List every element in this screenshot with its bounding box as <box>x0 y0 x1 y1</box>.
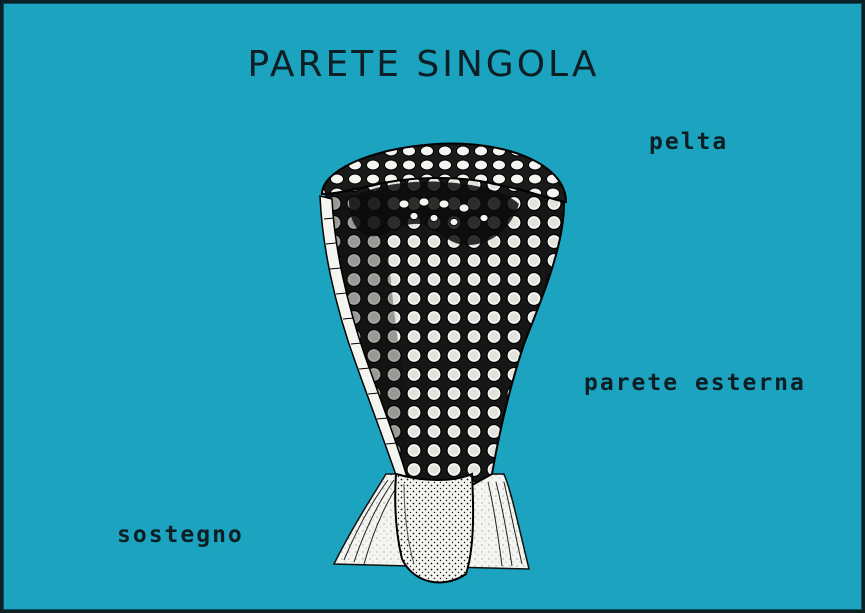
skeleton-illustration <box>4 4 862 610</box>
slide: PARETE SINGOLA pelta parete esterna sost… <box>3 3 862 610</box>
inner-tube <box>395 474 473 582</box>
